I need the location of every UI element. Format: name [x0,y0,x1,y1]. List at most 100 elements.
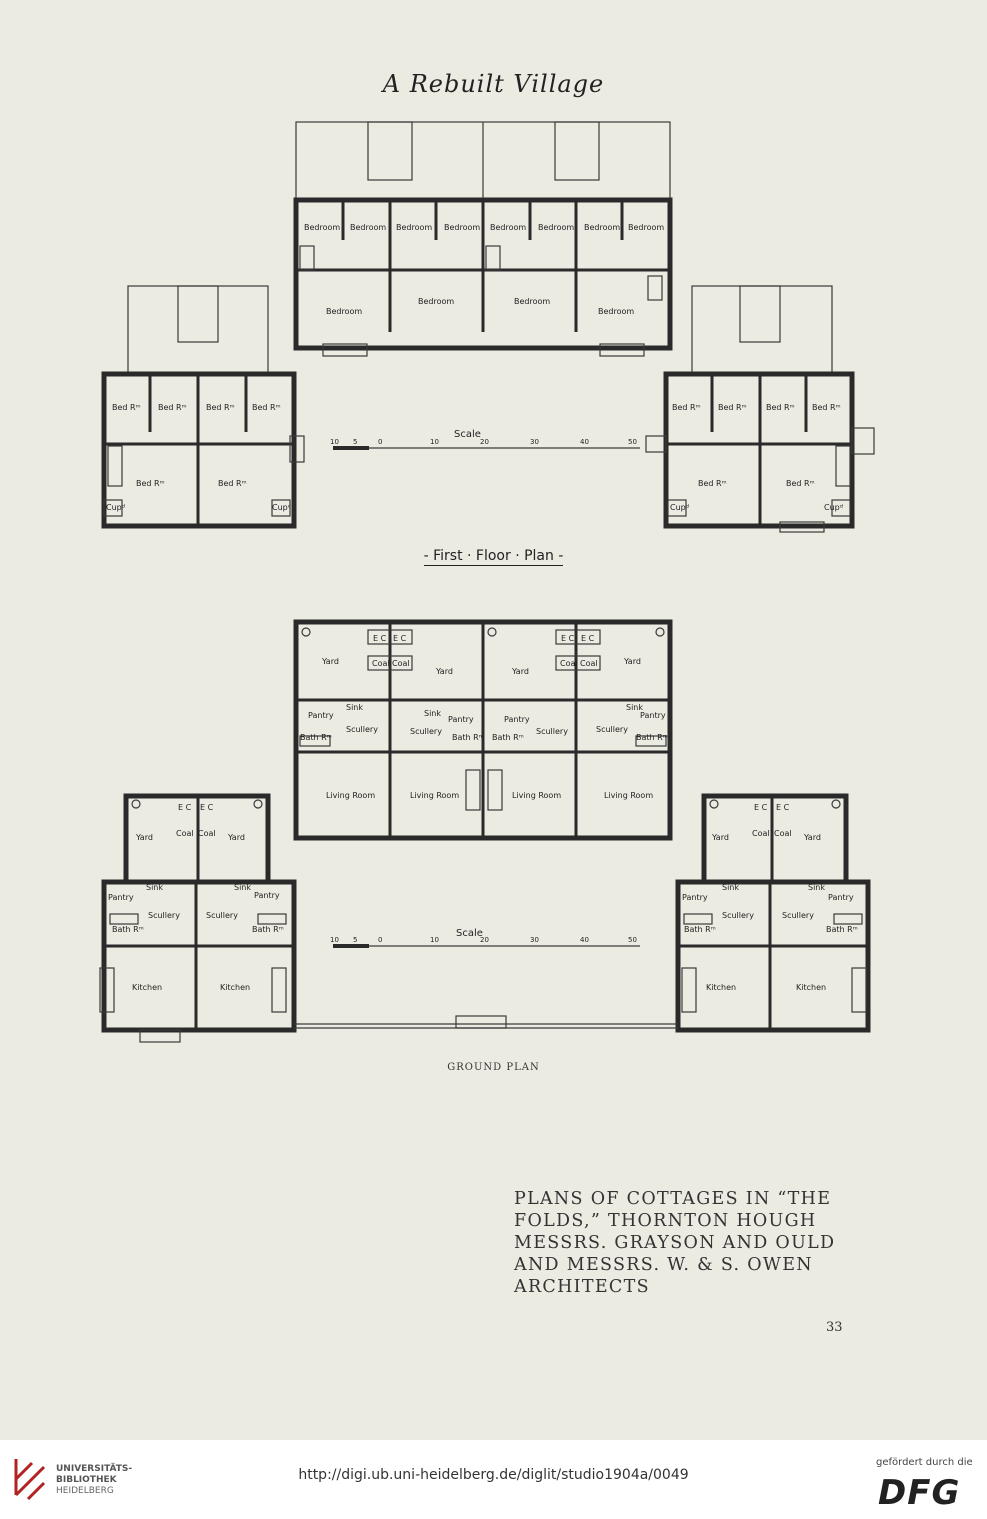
room-label-scullery: Scullery [410,727,442,736]
room-label-yard: Yard [321,657,339,666]
room-label-sink: Sink [234,883,251,892]
figure-caption: PLANS OF COTTAGES IN “THE FOLDS,” THORNT… [514,1188,934,1298]
room-label-living-room: Living Room [512,791,561,800]
room-label-sink: Sink [146,883,163,892]
room-label-bedroom: Bedroom [514,297,550,306]
scale-label: Scale [456,928,483,939]
caption-line: PLANS OF COTTAGES IN “THE [514,1189,832,1209]
ground-plan-scale-bar: Scale 10 5 0 10 20 30 40 50 [330,928,640,948]
room-label-bed-rm: Bed Rᵐ [766,403,795,412]
room-label-coal: Coal [560,659,578,668]
room-label-bedroom: Bedroom [304,223,340,232]
room-label-bedroom: Bedroom [418,297,454,306]
room-label-sink: Sink [424,709,441,718]
room-label-bedroom: Bedroom [584,223,620,232]
page-header-title: A Rebuilt Village [382,70,605,98]
front-garden-wall [294,1015,678,1029]
room-label-sink: Sink [626,703,643,712]
viewer-footer: UNIVERSITÄTS- BIBLIOTHEK HEIDELBERG http… [0,1440,987,1519]
room-label-bedroom: Bedroom [326,307,362,316]
scale-number: 10 [430,936,439,944]
room-label-kitchen: Kitchen [220,983,250,992]
room-label-ec: E C [393,634,407,643]
room-label-coal: Coal [580,659,598,668]
scale-number: 0 [378,438,382,446]
room-label-yard: Yard [227,833,245,842]
library-logo-icon [14,1459,46,1501]
ground-plan-label: GROUND PLAN [447,1062,540,1073]
room-label-yard: Yard [511,667,529,676]
funded-by-text: gefördert durch die [876,1457,973,1468]
scale-number: 10 [430,438,439,446]
first-floor-plan-label: - First · Floor · Plan - [0,548,987,566]
left-wing-ground-labels: Yard Yard E C E C Coal Coal Pantry Pantr… [108,803,284,992]
caption-line: FOLDS,” THORNTON HOUGH [514,1211,817,1231]
room-label-cupboard: Cupᵈ [272,503,291,512]
page-number: 33 [826,1320,843,1335]
room-label-sink: Sink [346,703,363,712]
room-label-kitchen: Kitchen [132,983,162,992]
dfg-logo[interactable]: DFG [878,1473,961,1513]
scale-number: 20 [480,438,489,446]
source-url-link[interactable]: http://digi.ub.uni-heidelberg.de/diglit/… [298,1467,689,1483]
library-name-line: HEIDELBERG [56,1486,114,1496]
room-label-yard: Yard [135,833,153,842]
room-label-coal: Coal [392,659,410,668]
room-label-scullery: Scullery [536,727,568,736]
room-label-bed-rm: Bed Rᵐ [158,403,187,412]
scale-number: 30 [530,438,539,446]
room-label-living-room: Living Room [410,791,459,800]
library-name-line: UNIVERSITÄTS- [56,1464,133,1474]
room-label-ec: E C [200,803,214,812]
room-label-bed-rm: Bed Rᵐ [136,479,165,488]
room-label-sink: Sink [808,883,825,892]
scale-label: Scale [454,429,481,440]
scale-number: 40 [580,438,589,446]
room-label-pantry: Pantry [828,893,854,902]
room-label-pantry: Pantry [254,891,280,900]
room-label-pantry: Pantry [640,711,666,720]
right-wing-first-floor [645,371,875,533]
room-label-pantry: Pantry [108,893,134,902]
left-wing-first-floor [101,371,305,529]
right-wing-ground-floor [675,793,871,1033]
room-label-ec: E C [581,634,595,643]
scale-number: 10 [330,438,339,446]
room-label-living-room: Living Room [604,791,653,800]
room-label-bath-rm: Bath Rᵐ [112,925,144,934]
room-label-bath-rm: Bath Rᵐ [452,733,484,742]
room-label-yard: Yard [435,667,453,676]
scale-number: 10 [330,936,339,944]
room-label-bath-rm: Bath Rᵐ [300,733,332,742]
scale-number: 20 [480,936,489,944]
center-block-ground-floor [293,619,673,841]
scale-number: 50 [628,936,637,944]
room-label-kitchen: Kitchen [706,983,736,992]
room-label-pantry: Pantry [504,715,530,724]
left-wing-room-labels: Bed Rᵐ Bed Rᵐ Bed Rᵐ Bed Rᵐ Bed Rᵐ Bed R… [106,403,291,512]
ground-plan: Yard Yard Yard Yard E C E C E C E C Coal… [99,619,871,1043]
room-label-bedroom: Bedroom [628,223,664,232]
room-label-bedroom: Bedroom [490,223,526,232]
room-label-yard: Yard [803,833,821,842]
room-label-bedroom: Bedroom [350,223,386,232]
room-label-cupboard: Cupᵈ [670,503,689,512]
room-label-yard: Yard [711,833,729,842]
room-label-bed-rm: Bed Rᵐ [718,403,747,412]
room-label-bed-rm: Bed Rᵐ [786,479,815,488]
caption-line: AND MESSRS. W. & S. OWEN [514,1255,813,1275]
center-block-first-floor [293,197,673,357]
room-label-coal: Coal [198,829,216,838]
room-label-kitchen: Kitchen [796,983,826,992]
room-label-coal: Coal [176,829,194,838]
room-label-bedroom: Bedroom [396,223,432,232]
room-label-bed-rm: Bed Rᵐ [812,403,841,412]
room-label-bed-rm: Bed Rᵐ [672,403,701,412]
room-label-pantry: Pantry [448,715,474,724]
scale-number: 40 [580,936,589,944]
room-label-yard: Yard [623,657,641,666]
scale-number: 5 [353,438,357,446]
first-floor-plan-label-text: - First · Floor · Plan - [423,548,564,566]
room-label-ec: E C [178,803,192,812]
room-label-coal: Coal [752,829,770,838]
